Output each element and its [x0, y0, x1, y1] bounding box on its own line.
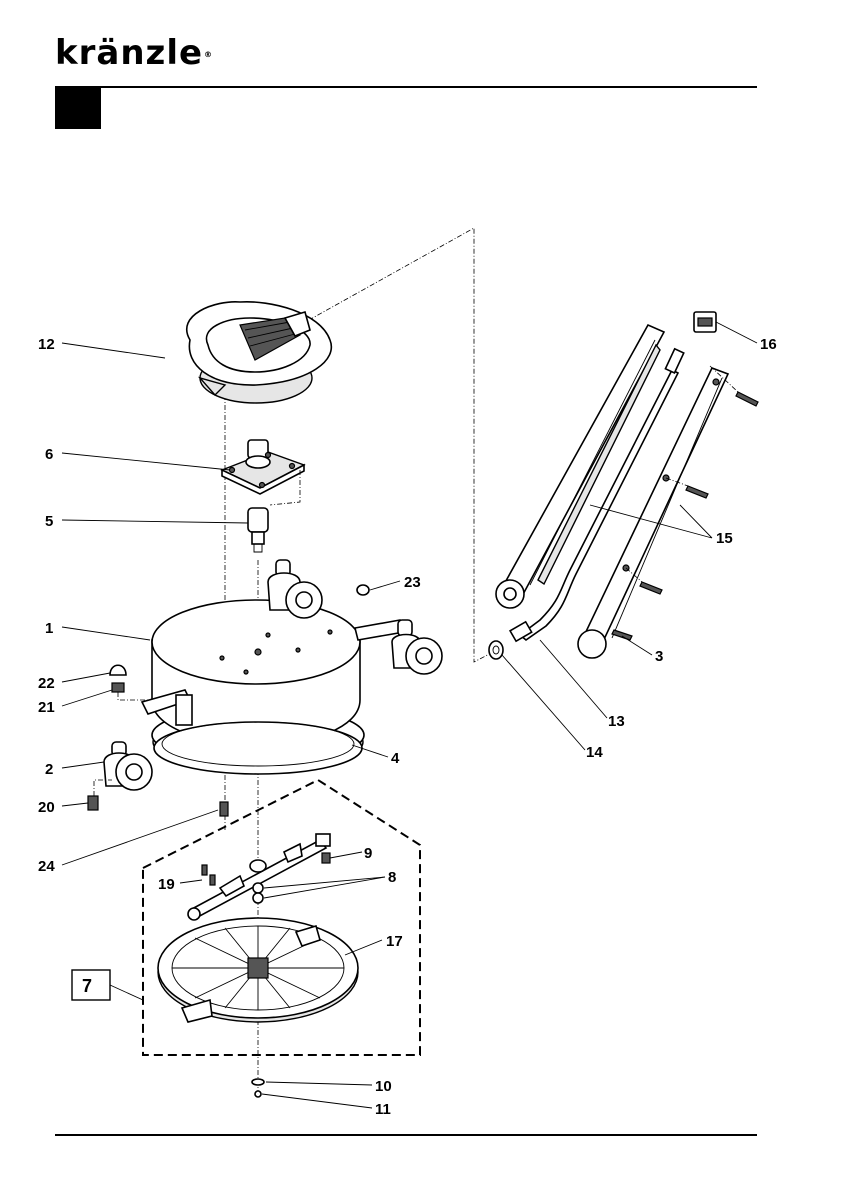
washer-14 [489, 641, 503, 659]
coupling-16 [694, 312, 716, 332]
callout-21: 21 [38, 699, 55, 716]
nut-11 [255, 1091, 261, 1097]
callout-7: 7 [82, 976, 92, 996]
callout-20: 20 [38, 799, 55, 816]
callout-23: 23 [404, 574, 421, 591]
callout-22: 22 [38, 675, 55, 692]
callout-1: 1 [45, 620, 53, 637]
cap-22 [110, 665, 126, 675]
callout-15: 15 [716, 530, 733, 547]
callout-16: 16 [760, 336, 777, 353]
seal-ring-part [154, 722, 362, 774]
valve-plate-part [222, 440, 304, 505]
nut-21 [112, 683, 124, 692]
nozzle-part [248, 508, 268, 552]
callout-13: 13 [608, 713, 625, 730]
callout-11: 11 [375, 1101, 391, 1118]
callout-17: 17 [386, 933, 403, 950]
assembly-guide-line [300, 228, 497, 662]
callout-8: 8 [388, 869, 396, 886]
castor-wheel-left [104, 742, 152, 790]
cap-23 [357, 585, 369, 595]
callout-9: 9 [364, 845, 372, 862]
footer-rule [55, 1134, 757, 1136]
callout-14: 14 [586, 744, 603, 761]
handle-cover-part [187, 302, 332, 403]
spray-bar-part [188, 834, 330, 920]
callout-4: 4 [391, 750, 400, 767]
callout-10: 10 [375, 1078, 392, 1095]
callout-12: 12 [38, 336, 55, 353]
screw-24 [220, 802, 228, 816]
rotor-disc-part [158, 918, 358, 1022]
callout-5: 5 [45, 513, 53, 530]
callout-19: 19 [158, 876, 175, 893]
callout-24: 24 [38, 858, 55, 875]
screw-20 [88, 796, 98, 810]
callout-3: 3 [655, 648, 663, 665]
castor-wheel-right [392, 620, 442, 674]
washer-10 [252, 1079, 264, 1085]
callout-6: 6 [45, 446, 53, 463]
callout-2: 2 [45, 761, 53, 778]
castor-wheel-rear [268, 560, 322, 618]
